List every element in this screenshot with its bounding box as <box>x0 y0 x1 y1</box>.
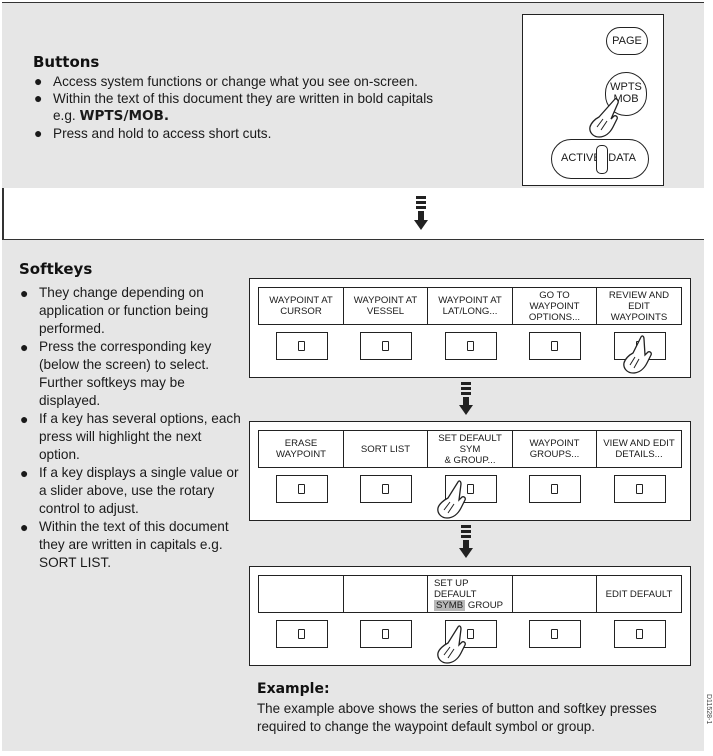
list-item: ●Press and hold to access short cuts. <box>34 125 272 141</box>
figure-code: D11528-1 <box>705 694 712 725</box>
softkey-edit-default[interactable]: EDIT DEFAULT <box>605 588 673 600</box>
buttons-heading: Buttons <box>33 53 100 71</box>
softkey-blank-2[interactable] <box>344 576 428 612</box>
pointing-hand-icon <box>437 480 466 519</box>
connector-line <box>2 188 4 240</box>
physical-softkey-1[interactable] <box>276 475 328 503</box>
softkeys-heading: Softkeys <box>19 260 93 278</box>
down-arrow-icon <box>414 196 428 232</box>
physical-softkey-3[interactable] <box>445 332 497 360</box>
list-item: ●Within the text of this document they a… <box>20 519 229 570</box>
physical-softkey-2[interactable] <box>360 620 412 648</box>
softkey-erase-waypoint[interactable]: ERASE WAYPOINT <box>259 431 344 467</box>
list-item: ●They change depending on application or… <box>20 285 209 336</box>
list-item: ●Within the text of this document they a… <box>34 90 434 106</box>
down-arrow-icon <box>459 525 473 559</box>
buttons-bullet-list: ●Access system functions or change what … <box>33 73 503 142</box>
down-arrow-icon <box>459 382 473 416</box>
list-item-continuation: e.g. WPTS/MOB. <box>53 108 170 124</box>
physical-softkey-5[interactable] <box>614 475 666 503</box>
page-key[interactable]: PAGE <box>606 27 648 55</box>
softkey-strip: ERASE WAYPOINT SORT LIST SET DEFAULT SYM… <box>258 430 682 468</box>
physical-softkey-1[interactable] <box>276 620 328 648</box>
pointing-hand-icon <box>589 98 619 138</box>
physical-softkey-2[interactable] <box>360 332 412 360</box>
example-heading: Example: <box>257 681 330 697</box>
softkey-sort-list[interactable]: SORT LIST <box>344 431 428 467</box>
active-data-divider <box>596 145 608 174</box>
list-item: ●If a key displays a single value or a s… <box>20 465 239 516</box>
softkey-blank-4[interactable] <box>513 576 597 612</box>
softkey-strip: SET UP DEFAULT SYMB GROUP EDIT DEFAULT <box>258 575 682 613</box>
physical-softkey-4[interactable] <box>529 620 581 648</box>
physical-softkey-5[interactable] <box>614 620 666 648</box>
softkeys-bullet-list: ●They change depending on application or… <box>19 284 241 572</box>
example-description: The example above shows the series of bu… <box>257 701 657 734</box>
hardware-keys-illustration: PAGE WPTS MOB ACTIVE DATA <box>522 14 664 186</box>
physical-softkey-2[interactable] <box>360 475 412 503</box>
active-data-key[interactable]: ACTIVE DATA <box>551 139 649 179</box>
list-item: ●Press the corresponding key (below the … <box>20 339 212 408</box>
physical-softkey-4[interactable] <box>529 332 581 360</box>
list-item: ●Access system functions or change what … <box>34 73 418 89</box>
softkey-screen-2: ERASE WAYPOINT SORT LIST SET DEFAULT SYM… <box>249 421 691 521</box>
list-item: ●If a key has several options, each pres… <box>20 411 241 462</box>
softkey-set-default-sym-group[interactable]: SET DEFAULT SYM& GROUP... <box>428 431 513 467</box>
softkey-set-up-default[interactable]: SET UP DEFAULT SYMB GROUP <box>428 576 513 612</box>
softkey-screen-3: SET UP DEFAULT SYMB GROUP EDIT DEFAULT <box>249 566 691 666</box>
highlighted-option: SYMB <box>434 599 466 611</box>
pointing-hand-icon <box>437 625 466 664</box>
softkey-blank-1[interactable] <box>259 576 344 612</box>
pointing-hand-icon <box>623 335 652 374</box>
physical-softkey-1[interactable] <box>276 332 328 360</box>
physical-softkey-4[interactable] <box>529 475 581 503</box>
